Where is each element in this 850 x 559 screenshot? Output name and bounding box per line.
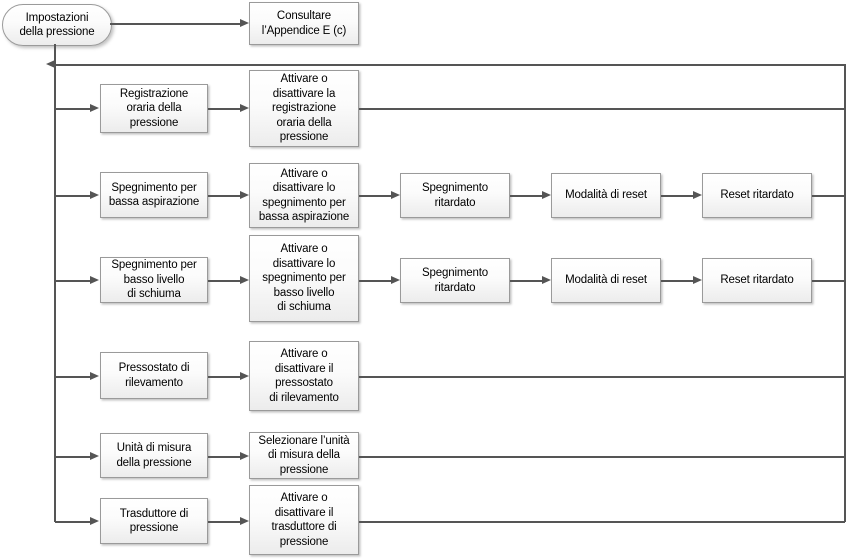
- connector-spine-to-row6: [55, 521, 91, 523]
- connector-row5-return: [359, 456, 845, 458]
- arrowhead-row2-col2-to-col3: [391, 191, 400, 199]
- connector-row2-col4-to-col5: [661, 195, 694, 197]
- arrowhead-feedback-into-spine: [46, 60, 55, 68]
- node-attivare-disattivare-spegnimento-bassa-aspirazione[interactable]: Attivare o disattivare lo spegnimento pe…: [249, 163, 359, 228]
- arrowhead-row3-col1-to-col2: [240, 276, 249, 284]
- node-consultare-appendice[interactable]: Consultare l’Appendice E (c): [249, 2, 359, 45]
- arrowhead-row5-col1-to-col2: [240, 452, 249, 460]
- node-registrazione-oraria-della-pressione[interactable]: Registrazione oraria della pressione: [100, 84, 208, 133]
- node-attivare-disattivare-spegnimento-schiuma[interactable]: Attivare o disattivare lo spegnimento pe…: [249, 235, 359, 322]
- arrowhead-spine-to-row2: [90, 191, 99, 199]
- arrowhead-row3-col3-to-col4: [542, 276, 551, 284]
- connector-row6-col1-to-col2: [208, 521, 241, 523]
- node-trasduttore-di-pressione[interactable]: Trasduttore di pressione: [100, 498, 208, 544]
- arrowhead-start-to-consultare: [240, 19, 249, 27]
- connector-row1-return: [359, 108, 845, 110]
- connector-spine-to-row1: [55, 108, 91, 110]
- connector-row1-col1-to-col2: [208, 108, 241, 110]
- arrowhead-spine-to-row3: [90, 276, 99, 284]
- node-attivare-disattivare-pressostato[interactable]: Attivare o disattivare il pressostato di…: [249, 341, 359, 411]
- node-unita-di-misura-della-pressione[interactable]: Unità di misura della pressione: [100, 433, 208, 478]
- node-spegnimento-ritardato-schiuma[interactable]: Spegnimento ritardato: [400, 258, 510, 303]
- connector-row3-col2-to-col3: [359, 280, 392, 282]
- connector-row6-return: [359, 521, 845, 523]
- connector-row5-col1-to-col2: [208, 456, 241, 458]
- arrowhead-spine-to-row1: [90, 104, 99, 112]
- connector-row4-col1-to-col2: [208, 376, 241, 378]
- node-attivare-disattivare-trasduttore[interactable]: Attivare o disattivare il trasduttore di…: [249, 485, 359, 555]
- connector-row2-col2-to-col3: [359, 195, 392, 197]
- arrowhead-row3-col2-to-col3: [391, 276, 400, 284]
- arrowhead-row2-col3-to-col4: [542, 191, 551, 199]
- node-reset-ritardato-aspirazione[interactable]: Reset ritardato: [702, 173, 812, 218]
- connector-row3-col1-to-col2: [208, 280, 241, 282]
- connector-start-to-consultare: [110, 23, 241, 25]
- node-attivare-disattivare-registrazione-oraria[interactable]: Attivare o disattivare la registrazione …: [249, 70, 359, 147]
- node-impostazioni-della-pressione[interactable]: Impostazioni della pressione: [2, 4, 112, 46]
- connector-spine-to-row2: [55, 195, 91, 197]
- arrowhead-row1-col1-to-col2: [240, 104, 249, 112]
- connector-row2-col3-to-col4: [510, 195, 543, 197]
- node-spegnimento-basso-livello-schiuma[interactable]: Spegnimento per basso livello di schiuma: [100, 257, 208, 303]
- connector-row2-return: [812, 195, 845, 197]
- node-reset-ritardato-schiuma[interactable]: Reset ritardato: [702, 258, 812, 303]
- arrowhead-row4-col1-to-col2: [240, 372, 249, 380]
- connector-main-spine: [54, 44, 56, 522]
- connector-spine-to-row3: [55, 280, 91, 282]
- node-selezionare-unita-di-misura[interactable]: Selezionare l’unità di misura della pres…: [249, 432, 359, 479]
- connector-spine-to-row4: [55, 376, 91, 378]
- node-spegnimento-bassa-aspirazione[interactable]: Spegnimento per bassa aspirazione: [100, 172, 208, 218]
- connector-row4-return: [359, 376, 845, 378]
- connector-row2-col1-to-col2: [208, 195, 241, 197]
- arrowhead-spine-to-row6: [90, 517, 99, 525]
- node-modalita-di-reset-schiuma[interactable]: Modalità di reset: [551, 258, 661, 303]
- connector-spine-to-row5: [55, 456, 91, 458]
- arrowhead-spine-to-row4: [90, 372, 99, 380]
- arrowhead-row6-col1-to-col2: [240, 517, 249, 525]
- connector-row3-return: [812, 280, 845, 282]
- arrowhead-row2-col1-to-col2: [240, 191, 249, 199]
- connector-right-spine: [844, 64, 846, 522]
- connector-row3-col3-to-col4: [510, 280, 543, 282]
- arrowhead-row2-col4-to-col5: [693, 191, 702, 199]
- node-modalita-di-reset-aspirazione[interactable]: Modalità di reset: [551, 173, 661, 218]
- arrowhead-spine-to-row5: [90, 452, 99, 460]
- node-pressostato-di-rilevamento[interactable]: Pressostato di rilevamento: [100, 352, 208, 399]
- connector-return-top: [55, 64, 845, 66]
- connector-row3-col4-to-col5: [661, 280, 694, 282]
- arrowhead-row3-col4-to-col5: [693, 276, 702, 284]
- node-spegnimento-ritardato-aspirazione[interactable]: Spegnimento ritardato: [400, 173, 510, 218]
